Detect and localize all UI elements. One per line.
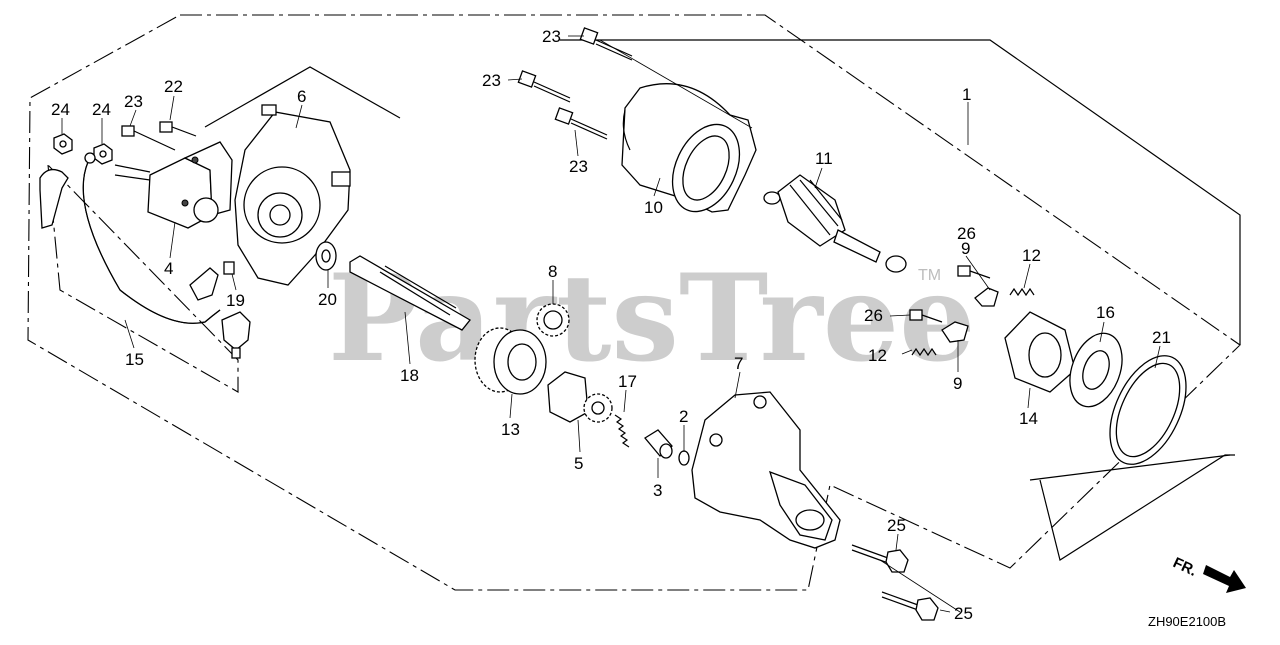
callout-13: 13 — [501, 420, 520, 439]
callout-3: 3 — [653, 481, 662, 500]
part-22-bolt — [159, 121, 197, 137]
part-17-spring — [614, 414, 630, 448]
callout-25-lower: 25 — [954, 604, 973, 623]
part-9-brush-b — [941, 321, 969, 343]
part-7-front-housing — [691, 391, 841, 549]
harness-boundary — [47, 163, 239, 393]
leader-lines — [61, 35, 1161, 613]
callout-23-low: 23 — [569, 157, 588, 176]
part-18-shaft — [349, 255, 471, 331]
part-4-solenoid — [114, 141, 233, 229]
callout-5: 5 — [574, 454, 583, 473]
part-23-bolt-top — [579, 27, 633, 61]
callout-18: 18 — [400, 366, 419, 385]
part-10-yoke — [621, 83, 757, 213]
front-direction-marker: FR. — [1170, 554, 1246, 593]
callout-2: 2 — [679, 407, 688, 426]
callout-6: 6 — [297, 87, 306, 106]
group-line-lower — [1029, 454, 1231, 481]
callout-25-upper: 25 — [887, 516, 906, 535]
part-5-pinion — [547, 371, 613, 423]
part-23-bolt-low — [554, 107, 608, 140]
callout-23-top: 23 — [542, 27, 561, 46]
watermark-tm: TM — [918, 267, 941, 284]
callout-10: 10 — [644, 198, 663, 217]
part-8-gear — [536, 303, 570, 337]
part-26-screw-a — [957, 265, 991, 279]
callout-1: 1 — [962, 85, 971, 104]
callout-7: 7 — [734, 354, 743, 373]
callout-11: 11 — [815, 149, 833, 168]
callout-24-left: 24 — [51, 100, 70, 119]
part-11-armature — [763, 174, 907, 273]
callout-8: 8 — [548, 262, 557, 281]
callout-12-lower: 12 — [868, 346, 887, 365]
part-25-bolt-a — [851, 544, 909, 573]
part-12-spring-a — [1009, 287, 1035, 297]
part-24-nut-a — [53, 133, 73, 155]
diagram-code: ZH90E2100B — [1148, 614, 1226, 629]
part-3-sleeve — [644, 429, 673, 459]
group-line-left — [204, 66, 401, 128]
callout-21: 21 — [1152, 328, 1171, 347]
part-16-plate — [1069, 332, 1123, 408]
part-20-washer — [315, 241, 337, 271]
part-6-rear-cover — [234, 104, 351, 286]
fr-arrow-icon — [1203, 565, 1246, 593]
part-25-bolt-b — [881, 591, 939, 621]
callout-16: 16 — [1096, 303, 1115, 322]
watermark-text: PartsTree — [328, 248, 975, 389]
part-15-cable — [39, 152, 221, 324]
callout-12-upper: 12 — [1022, 246, 1041, 265]
part-19-bracket — [189, 261, 235, 301]
part-12-spring-b — [911, 347, 937, 357]
callout-9-lower: 9 — [953, 374, 962, 393]
part-14-holder — [1004, 311, 1076, 393]
callout-22: 22 — [164, 77, 183, 96]
callout-26-lower: 26 — [864, 306, 883, 325]
callout-17: 17 — [618, 372, 637, 391]
callout-23-left: 23 — [124, 92, 143, 111]
callout-20: 20 — [318, 290, 337, 309]
part-21-oring — [1109, 355, 1187, 465]
part-23-bolt-mid — [517, 70, 571, 103]
callout-19: 19 — [226, 291, 245, 310]
part-13-gear — [474, 327, 547, 395]
callout-26-upper: 26 — [957, 224, 976, 243]
bolt-axis-line — [599, 39, 753, 129]
callout-4: 4 — [164, 259, 173, 278]
part-2-ring — [678, 450, 690, 466]
part-23-bolt-left — [121, 125, 176, 151]
callout-labels: 1 2 3 4 5 6 7 8 9 9 10 11 12 12 13 14 15… — [51, 27, 1171, 623]
bolt-25-axis — [879, 559, 961, 613]
fr-label: FR. — [1170, 554, 1199, 580]
callout-9-upper: 9 — [961, 239, 970, 258]
callout-23-mid: 23 — [482, 71, 501, 90]
part-9-brush-a — [974, 287, 999, 307]
callout-15: 15 — [125, 350, 144, 369]
group-line-right — [1039, 454, 1235, 561]
terminal-boot — [221, 311, 251, 359]
part-24-nut-b — [93, 143, 113, 165]
group-line-top — [560, 39, 1241, 345]
callout-14: 14 — [1019, 409, 1038, 428]
callout-24-right: 24 — [92, 100, 111, 119]
